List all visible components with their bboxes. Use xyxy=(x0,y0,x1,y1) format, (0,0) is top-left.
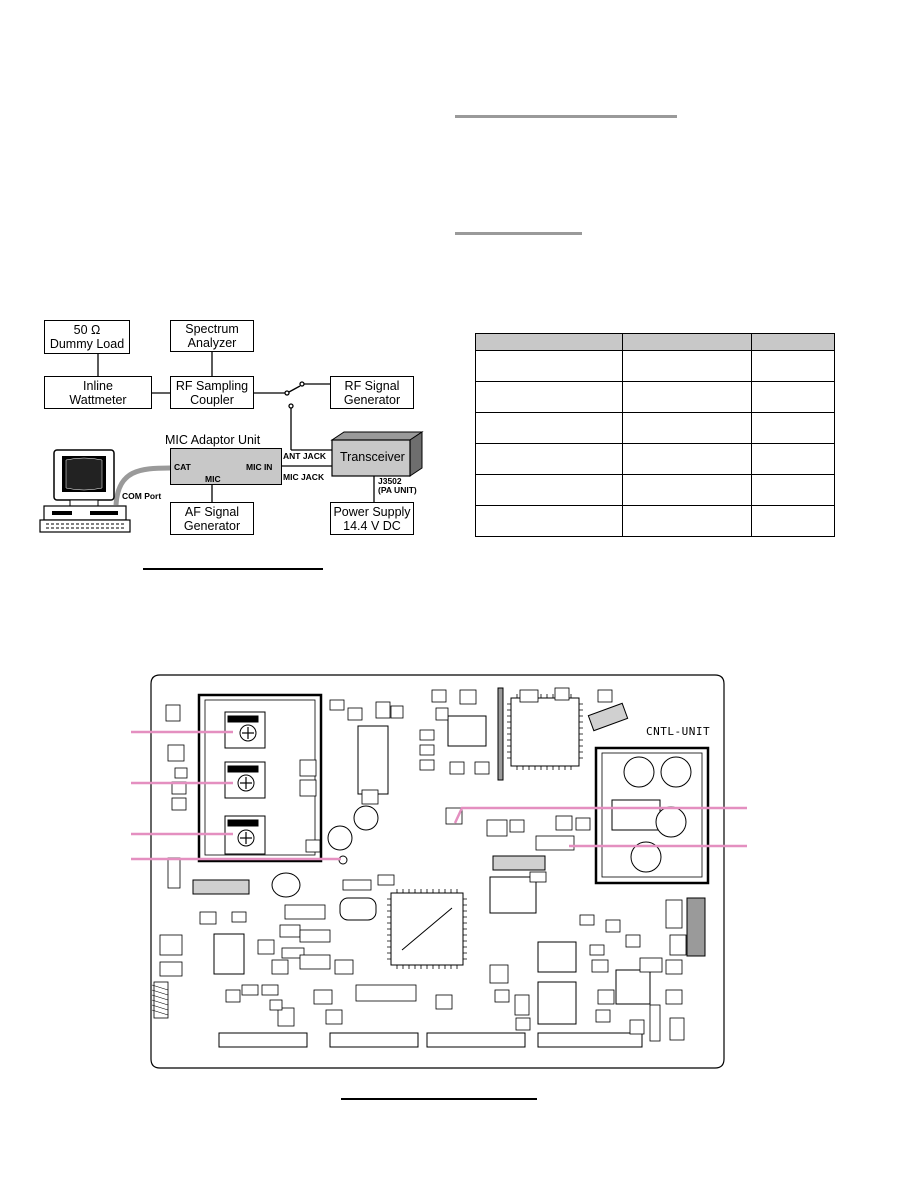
table-header-row xyxy=(475,333,835,351)
j3502-label: J3502 (PA UNIT) xyxy=(378,477,417,495)
j3502-line1: J3502 xyxy=(378,476,402,486)
figure-caption-rule-2 xyxy=(341,1098,537,1100)
table-header-cell xyxy=(622,333,752,351)
figure-caption-rule-1 xyxy=(143,568,323,570)
table-row xyxy=(475,443,835,475)
coupler-line1: RF Sampling xyxy=(175,378,249,393)
table-row xyxy=(475,381,835,413)
ant-jack-label: ANT JACK xyxy=(283,451,326,461)
spectrum-analyzer-box: Spectrum Analyzer xyxy=(170,320,254,352)
af-generator-line2: Generator xyxy=(183,518,241,533)
table-row xyxy=(475,505,835,537)
wattmeter-box: Inline Wattmeter xyxy=(44,376,152,409)
mic-adaptor-box xyxy=(170,448,282,485)
table-header-cell xyxy=(751,333,835,351)
af-generator-box: AF Signal Generator xyxy=(170,502,254,535)
wattmeter-line1: Inline xyxy=(83,378,113,393)
wattmeter-line2: Wattmeter xyxy=(69,392,127,407)
adjustment-table xyxy=(475,333,835,537)
spectrum-analyzer-line2: Analyzer xyxy=(187,336,237,350)
coupler-box: RF Sampling Coupler xyxy=(170,376,254,409)
table-header-cell xyxy=(475,333,623,351)
power-supply-line2: 14.4 V DC xyxy=(343,518,401,533)
transceiver-label: Transceiver xyxy=(340,450,405,464)
cntl-unit-label: CNTL-UNIT xyxy=(646,725,711,738)
table-row xyxy=(475,350,835,382)
rf-generator-box: RF Signal Generator xyxy=(330,376,414,409)
mic-in-label: MIC IN xyxy=(246,462,273,472)
mic-adaptor-title: MIC Adaptor Unit xyxy=(165,433,261,447)
rf-generator-line1: RF Signal xyxy=(344,378,400,393)
mic-cat-label: CAT xyxy=(174,462,191,472)
table-row xyxy=(475,474,835,506)
dummy-load-line2: Dummy Load xyxy=(49,337,125,351)
dummy-load-line1: 50 Ω xyxy=(73,323,101,337)
power-supply-line1: Power Supply xyxy=(333,504,411,519)
heading-rule-1 xyxy=(455,115,677,118)
com-port-label: COM Port xyxy=(122,491,162,501)
dummy-load-box: 50 Ω Dummy Load xyxy=(44,320,130,354)
af-generator-line1: AF Signal xyxy=(184,504,240,519)
mic-port-label: MIC xyxy=(205,474,221,484)
rf-generator-line2: Generator xyxy=(343,392,401,407)
power-supply-box: Power Supply 14.4 V DC xyxy=(330,502,414,535)
spectrum-analyzer-line1: Spectrum xyxy=(185,322,239,336)
table-row xyxy=(475,412,835,444)
heading-rule-2 xyxy=(455,232,582,235)
mic-jack-label: MIC JACK xyxy=(283,472,325,482)
coupler-line2: Coupler xyxy=(190,392,234,407)
j3502-line2: (PA UNIT) xyxy=(378,485,417,495)
